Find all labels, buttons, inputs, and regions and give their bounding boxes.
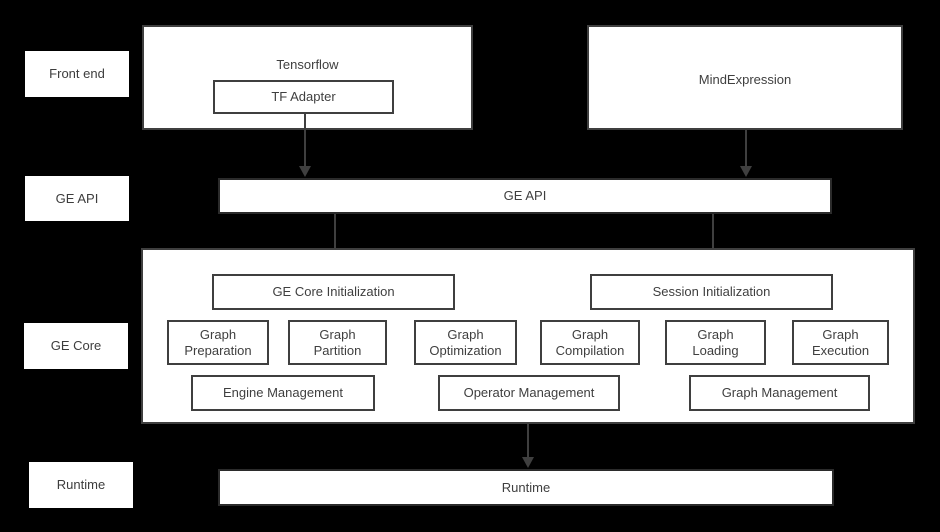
runtime-bar[interactable]: Runtime — [218, 469, 834, 506]
lane-label-runtime: Runtime — [29, 462, 133, 508]
graph-loading-box[interactable]: Graph Loading — [665, 320, 766, 365]
tensorflow-title: Tensorflow — [276, 57, 339, 72]
lane-label-front-end: Front end — [25, 51, 129, 97]
mindexpression-title: MindExpression — [698, 72, 792, 87]
graph-preparation-box[interactable]: Graph Preparation — [167, 320, 269, 365]
lane-label-ge-core: GE Core — [24, 323, 128, 369]
graph-execution-box[interactable]: Graph Execution — [792, 320, 889, 365]
operator-management-box[interactable]: Operator Management — [438, 375, 620, 411]
engine-management-box[interactable]: Engine Management — [191, 375, 375, 411]
mindexpression-container: MindExpression — [587, 25, 903, 130]
graph-partition-box[interactable]: Graph Partition — [288, 320, 387, 365]
tf-adapter-box[interactable]: TF Adapter — [213, 80, 394, 114]
graph-optimization-box[interactable]: Graph Optimization — [414, 320, 517, 365]
lane-label-ge-api: GE API — [25, 176, 129, 221]
graph-compilation-box[interactable]: Graph Compilation — [540, 320, 640, 365]
graph-management-box[interactable]: Graph Management — [689, 375, 870, 411]
tensorflow-container: Tensorflow — [142, 25, 473, 130]
ge-core-initialization-box[interactable]: GE Core Initialization — [212, 274, 455, 310]
ge-api-bar[interactable]: GE API — [218, 178, 832, 214]
session-initialization-box[interactable]: Session Initialization — [590, 274, 833, 310]
